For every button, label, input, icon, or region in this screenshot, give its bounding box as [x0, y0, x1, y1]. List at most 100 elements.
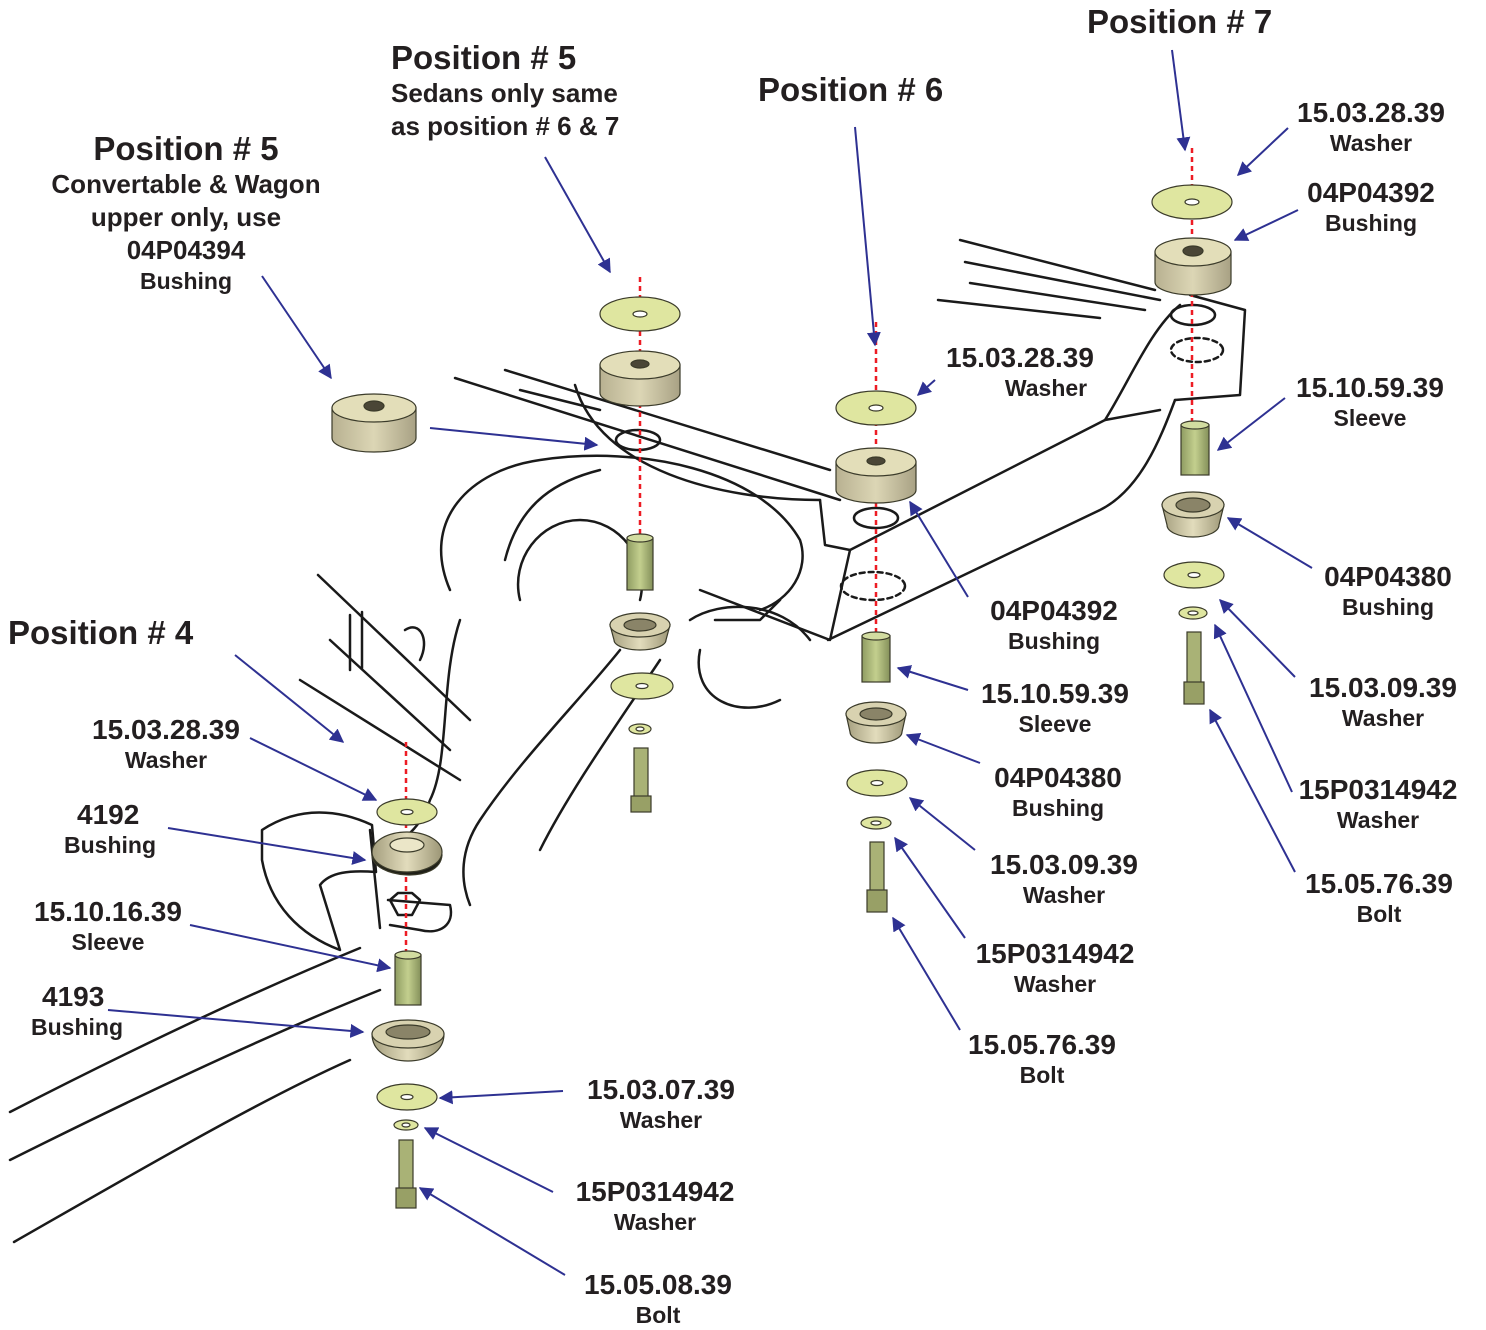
callout-p4-bolt: 15.05.08.39 Bolt — [572, 1268, 744, 1329]
part-name: Bolt — [1019, 1062, 1065, 1088]
part-number: 15.03.28.39 — [946, 342, 1094, 373]
part-name: Washer — [1341, 705, 1425, 731]
washer-p5-top — [599, 296, 681, 332]
part-number: 15.05.76.39 — [1305, 868, 1453, 899]
part-name: Bushing — [31, 1014, 123, 1040]
callout-p6-sleeve: 15.10.59.39 Sleeve — [969, 677, 1141, 738]
parts — [331, 184, 1233, 1209]
callout-p7-bolt: 15.05.76.39 Bolt — [1294, 867, 1464, 928]
part-number: 04P04392 — [1307, 177, 1435, 208]
part-number: 15.03.28.39 — [1297, 97, 1445, 128]
bolt-p5 — [630, 747, 652, 813]
part-number: 4193 — [42, 981, 105, 1012]
bushing-p7-top — [1154, 237, 1232, 296]
cup-bushing-p5 — [609, 612, 671, 651]
part-number: 15.03.28.39 — [92, 714, 240, 745]
part-number: 04P04380 — [1324, 561, 1452, 592]
position-5-sedan-note-1: Sedans only same — [391, 78, 618, 108]
callout-p7-bushing-bot: 04P04380 Bushing — [1312, 560, 1464, 621]
part-number: 04P04380 — [994, 762, 1122, 793]
part-name: Washer — [124, 747, 208, 773]
part-name: Washer — [1013, 971, 1097, 997]
washer-small-p7 — [1178, 606, 1208, 620]
bushing-4193 — [371, 1019, 445, 1062]
washer-p4-bot — [376, 1083, 438, 1111]
washer-small-p5 — [628, 723, 652, 735]
position-4-title-text: Position # 4 — [8, 614, 194, 651]
bolt-p7 — [1183, 631, 1205, 705]
washer-p6-top — [835, 390, 917, 426]
part-name: Washer — [1329, 130, 1413, 156]
sleeve-p4 — [394, 950, 422, 1006]
washer-p5-bot — [610, 672, 674, 700]
part-name: Washer — [613, 1209, 697, 1235]
callout-p4-washer-small: 15P0314942 Washer — [563, 1175, 747, 1236]
position-5-convertible-title-text: Position # 5 — [93, 130, 279, 167]
position-5-sedan-note-2: as position # 6 & 7 — [391, 111, 620, 141]
bushing-p5-top — [599, 350, 681, 407]
part-name: Bushing — [1008, 628, 1100, 654]
position-5-sedan-title: Position # 5 Sedans only same as positio… — [391, 39, 619, 143]
position-5-convertible-note-2: upper only, use — [90, 202, 282, 232]
callout-p6-washer-bot: 15.03.09.39 Washer — [976, 848, 1152, 909]
bolt-p6 — [866, 841, 888, 913]
callout-p4-washer-bot: 15.03.07.39 Washer — [575, 1073, 747, 1134]
position-5-convertible-note-3: 04P04394 — [126, 235, 246, 265]
callout-p7-bushing-top: 04P04392 Bushing — [1296, 176, 1446, 237]
position-4-title: Position # 4 — [8, 614, 193, 652]
part-number: 15.03.09.39 — [990, 849, 1138, 880]
part-name: Sleeve — [1018, 711, 1092, 737]
position-7-title: Position # 7 — [1087, 3, 1272, 41]
washer-small-p4 — [393, 1119, 419, 1131]
part-name: Washer — [1004, 375, 1088, 401]
frame-outline — [8, 238, 1247, 1244]
callout-p4-bushing-bot: 4193 Bushing — [22, 980, 132, 1041]
washer-small-p6 — [860, 816, 892, 830]
washer-p4-top — [376, 798, 438, 826]
callout-p6-washer-small: 15P0314942 Washer — [963, 937, 1147, 998]
position-5-convertible-note-4: Bushing — [140, 268, 232, 294]
part-number: 15.10.59.39 — [981, 678, 1129, 709]
part-number: 04P04392 — [990, 595, 1118, 626]
washer-p7-bot — [1163, 561, 1225, 589]
cup-bushing-p7 — [1161, 491, 1225, 538]
cup-bushing-p6 — [845, 701, 907, 744]
part-name: Bolt — [635, 1302, 681, 1328]
part-number: 15.10.16.39 — [34, 896, 182, 927]
bushing-04P04394 — [331, 393, 417, 453]
bushing-4192 — [371, 831, 443, 876]
part-number: 15.05.08.39 — [584, 1269, 732, 1300]
callout-p6-washer-top: 15.03.28.39 Washer — [934, 341, 1106, 402]
position-5-convertible-title: Position # 5 Convertable & Wagon upper o… — [20, 130, 352, 295]
part-name: Bushing — [1325, 210, 1417, 236]
part-number: 15.03.07.39 — [587, 1074, 735, 1105]
position-5-convertible-note-1: Convertable & Wagon — [51, 169, 321, 199]
callout-p7-washer-top: 15.03.28.39 Washer — [1286, 96, 1456, 157]
callout-p6-bushing-top: 04P04392 Bushing — [978, 594, 1130, 655]
leader-arrows — [107, 49, 1313, 1276]
part-number: 15.03.09.39 — [1309, 672, 1457, 703]
part-name: Sleeve — [71, 929, 145, 955]
part-name: Sleeve — [1333, 405, 1407, 431]
part-number: 15.10.59.39 — [1296, 372, 1444, 403]
position-6-title: Position # 6 — [758, 71, 943, 109]
position-6-title-text: Position # 6 — [758, 71, 944, 108]
part-number: 4192 — [77, 799, 140, 830]
part-name: Bushing — [64, 832, 156, 858]
callout-p7-washer-bot: 15.03.09.39 Washer — [1298, 671, 1468, 732]
bolt-p4 — [395, 1139, 417, 1209]
position-7-title-text: Position # 7 — [1087, 3, 1273, 40]
callout-p4-washer-top: 15.03.28.39 Washer — [80, 713, 252, 774]
part-name: Washer — [1336, 807, 1420, 833]
callout-p4-bushing-top: 4192 Bushing — [55, 798, 165, 859]
washer-p6-bot — [846, 769, 908, 797]
part-number: 15P0314942 — [1298, 774, 1458, 805]
part-number: 15.05.76.39 — [968, 1029, 1116, 1060]
washer-p7-top — [1151, 184, 1233, 220]
part-name: Washer — [1022, 882, 1106, 908]
callout-p6-bushing-bot: 04P04380 Bushing — [980, 761, 1136, 822]
callout-p4-sleeve: 15.10.16.39 Sleeve — [22, 895, 194, 956]
position-5-sedan-title-text: Position # 5 — [391, 39, 577, 76]
callout-p7-washer-small: 15P0314942 Washer — [1288, 773, 1468, 834]
